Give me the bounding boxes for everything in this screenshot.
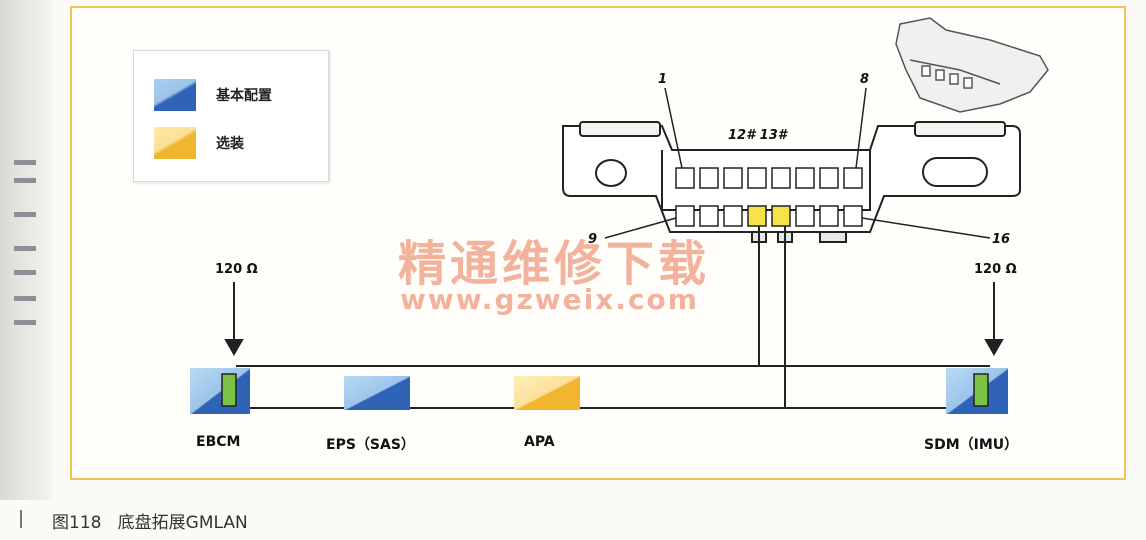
edge-mark xyxy=(14,178,36,183)
legend-swatch-optional xyxy=(154,127,196,159)
edge-mark xyxy=(14,270,36,275)
pin-label-9: 9 xyxy=(588,232,598,247)
module-sdm xyxy=(946,368,1008,414)
edge-mark xyxy=(14,160,36,165)
pin-leader-lines xyxy=(604,87,991,239)
gmlan-stub-wires xyxy=(758,226,786,408)
legend-label-basic: 基本配置 xyxy=(216,88,272,104)
terminator-label-right: 120 Ω xyxy=(974,262,1017,277)
legend-box: 基本配置 选装 xyxy=(133,50,329,182)
edge-mark xyxy=(14,296,36,301)
edge-mark xyxy=(14,212,36,217)
terminator-arrows xyxy=(224,282,1004,357)
caption-marker xyxy=(20,510,22,528)
pin-label-8: 8 xyxy=(860,72,870,87)
module-eps xyxy=(344,376,410,410)
watermark-text: 精通维修下载 xyxy=(398,236,711,292)
pin-label-16: 16 xyxy=(992,232,1011,247)
edge-mark xyxy=(14,320,36,325)
module-ebcm xyxy=(190,368,250,414)
edge-mark xyxy=(14,246,36,251)
module-label-ebcm: EBCM xyxy=(196,434,241,450)
module-label-eps: EPS（SAS） xyxy=(326,437,415,453)
dlc-pins-bottom xyxy=(675,205,863,227)
page-edge-strip xyxy=(0,0,52,500)
legend-label-optional: 选装 xyxy=(216,136,244,152)
watermark-url: www.gzweix.com xyxy=(400,283,699,316)
dlc-pins-top xyxy=(675,167,863,189)
figure-caption: 图118 底盘拓展GMLAN xyxy=(52,513,248,533)
connector-sketch-icon xyxy=(895,17,1049,113)
module-label-sdm: SDM（IMU） xyxy=(924,437,1019,453)
pin-label-gmlan: 12# 13# xyxy=(728,128,787,143)
module-label-apa: APA xyxy=(524,434,555,450)
pin-label-1: 1 xyxy=(658,72,668,87)
terminator-label-left: 120 Ω xyxy=(215,262,258,277)
legend-swatch-basic xyxy=(154,79,196,111)
module-apa xyxy=(514,376,580,410)
